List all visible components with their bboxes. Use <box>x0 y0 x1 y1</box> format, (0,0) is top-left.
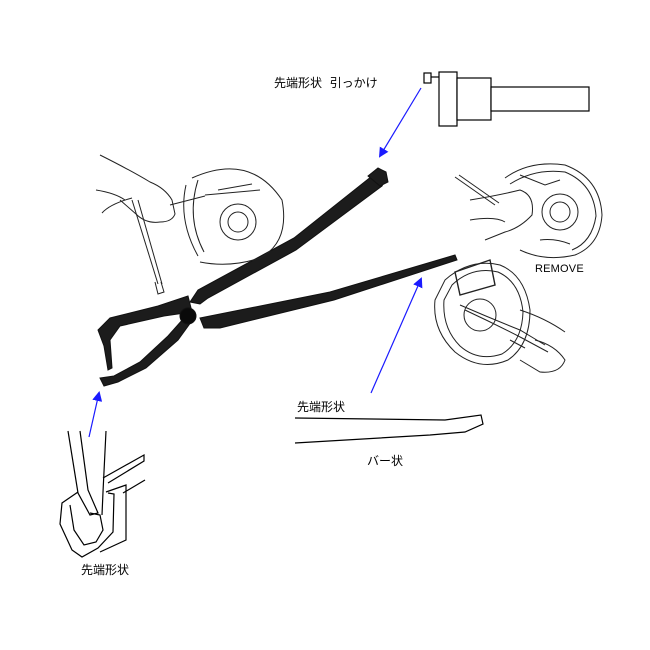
bar-tip-callout-arrow <box>370 277 423 394</box>
cup-tip-callout-arrow <box>88 391 103 438</box>
cup-tip-detail <box>59 430 146 558</box>
brake-drum-remove-top-right <box>454 163 603 259</box>
callout-arrows <box>88 87 423 438</box>
cup-tip-caption-label: 先端形状 <box>81 563 130 577</box>
hook-tip-label: 先端形状 引っかけ <box>274 76 378 90</box>
brake-drum-hand-tool-left <box>95 154 285 295</box>
bar-tip-heading-label: 先端形状 <box>297 400 346 414</box>
remove-label: REMOVE <box>535 263 584 275</box>
bar-tip-detail <box>294 414 484 444</box>
bar-tip-caption-label: バー状 <box>367 454 404 468</box>
hook-tip-callout-arrow <box>378 87 422 158</box>
brake-drum-pliers-bottom-right <box>434 259 566 373</box>
brake-pliers <box>97 167 458 387</box>
hook-tip-detail <box>423 71 590 127</box>
